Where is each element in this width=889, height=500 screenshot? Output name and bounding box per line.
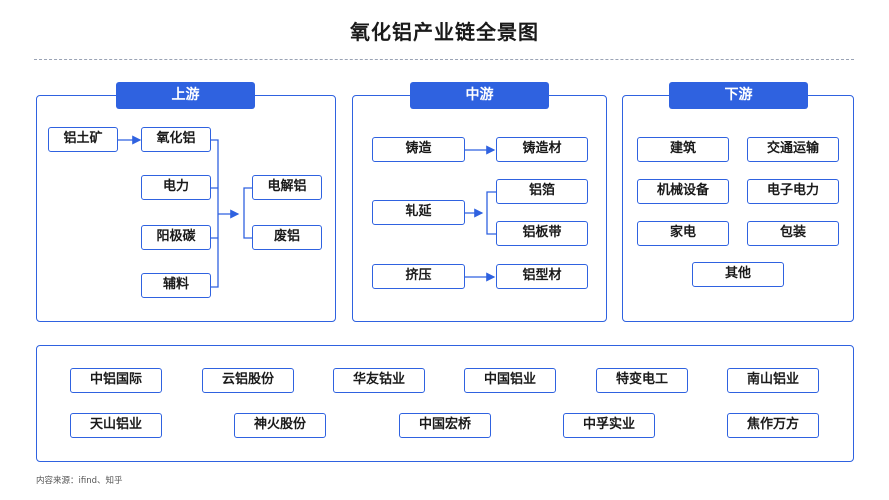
company-chalco-intl: 中铝国际 [70, 368, 162, 393]
downstream-header: 下游 [669, 82, 808, 109]
company-tianshan-aluminum: 天山铝业 [70, 413, 162, 438]
source-note: 内容来源：ifind、知乎 [36, 476, 123, 486]
company-tbea: 特变电工 [596, 368, 688, 393]
title-divider [34, 59, 854, 60]
node-extrusion: 挤压 [372, 264, 465, 289]
company-shenhuo: 神火股份 [234, 413, 326, 438]
company-china-hongqiao: 中国宏桥 [399, 413, 491, 438]
node-machinery: 机械设备 [637, 179, 729, 204]
downstream-panel [622, 95, 854, 322]
company-chalco: 中国铝业 [464, 368, 556, 393]
company-nanshan-aluminum: 南山铝业 [727, 368, 819, 393]
company-zhongfu: 中孚实业 [563, 413, 655, 438]
node-packaging: 包装 [747, 221, 839, 246]
companies-panel [36, 345, 854, 462]
node-power: 电力 [141, 175, 211, 200]
node-transportation: 交通运输 [747, 137, 839, 162]
node-scrap-aluminum: 废铝 [252, 225, 322, 250]
upstream-header: 上游 [116, 82, 255, 109]
company-huayou-cobalt: 华友钴业 [333, 368, 425, 393]
node-auxiliary: 辅料 [141, 273, 211, 298]
node-electronics-power: 电子电力 [747, 179, 839, 204]
node-casting-material: 铸造材 [496, 137, 588, 162]
company-jiaozuo-wanfang: 焦作万方 [727, 413, 819, 438]
midstream-header: 中游 [410, 82, 549, 109]
node-aluminum-foil: 铝箔 [496, 179, 588, 204]
node-electrolytic-aluminum: 电解铝 [252, 175, 322, 200]
node-aluminum-sheet-strip: 铝板带 [496, 221, 588, 246]
node-casting: 铸造 [372, 137, 465, 162]
node-bauxite: 铝土矿 [48, 127, 118, 152]
page-title: 氧化铝产业链全景图 [350, 20, 539, 44]
node-construction: 建筑 [637, 137, 729, 162]
node-anode-carbon: 阳极碳 [141, 225, 211, 250]
node-others: 其他 [692, 262, 784, 287]
node-appliances: 家电 [637, 221, 729, 246]
node-aluminum-profile: 铝型材 [496, 264, 588, 289]
company-yunnan-aluminium: 云铝股份 [202, 368, 294, 393]
node-alumina: 氧化铝 [141, 127, 211, 152]
node-rolling: 轧延 [372, 200, 465, 225]
